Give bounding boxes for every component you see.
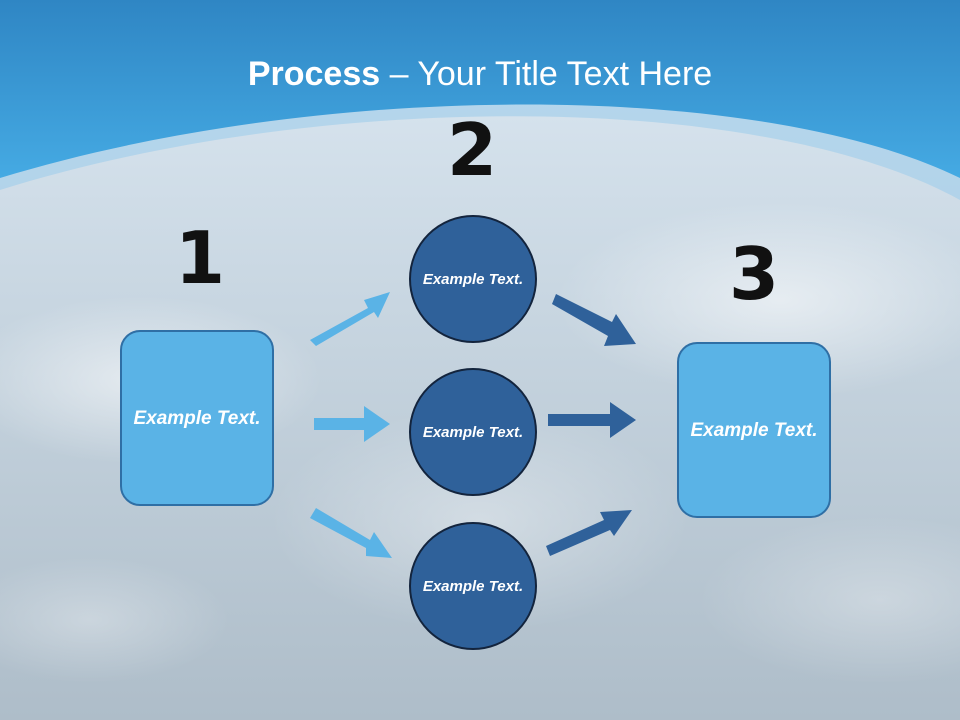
step-1-box: Example Text. — [120, 330, 274, 506]
step-3-number: 3 — [728, 232, 780, 316]
header-banner — [0, 0, 960, 200]
arrow-left-to-bottom — [310, 508, 392, 558]
arrow-middle-to-right — [548, 402, 636, 438]
title-bold: Process — [247, 55, 381, 93]
arrow-bottom-to-right — [546, 510, 632, 556]
step-3-box: Example Text. — [677, 342, 831, 518]
step-3-box-text: Example Text. — [690, 419, 818, 441]
circle-top-text: Example Text. — [422, 270, 524, 288]
step-1-number: 1 — [174, 216, 226, 300]
step-2-circle-middle: Example Text. — [409, 368, 537, 496]
circle-bottom-text: Example Text. — [422, 577, 524, 595]
arrow-left-to-top — [310, 292, 390, 346]
step-1-box-text: Example Text. — [133, 407, 261, 429]
arrow-left-to-middle — [314, 406, 390, 442]
step-2-circle-bottom: Example Text. — [409, 522, 537, 650]
slide-title: Process – Your Title Text Here — [0, 52, 960, 96]
title-rest: – Your Title Text Here — [380, 55, 713, 93]
step-2-number: 2 — [446, 108, 498, 192]
circle-middle-text: Example Text. — [422, 423, 524, 441]
arrow-top-to-right — [552, 294, 636, 346]
step-2-circle-top: Example Text. — [409, 215, 537, 343]
